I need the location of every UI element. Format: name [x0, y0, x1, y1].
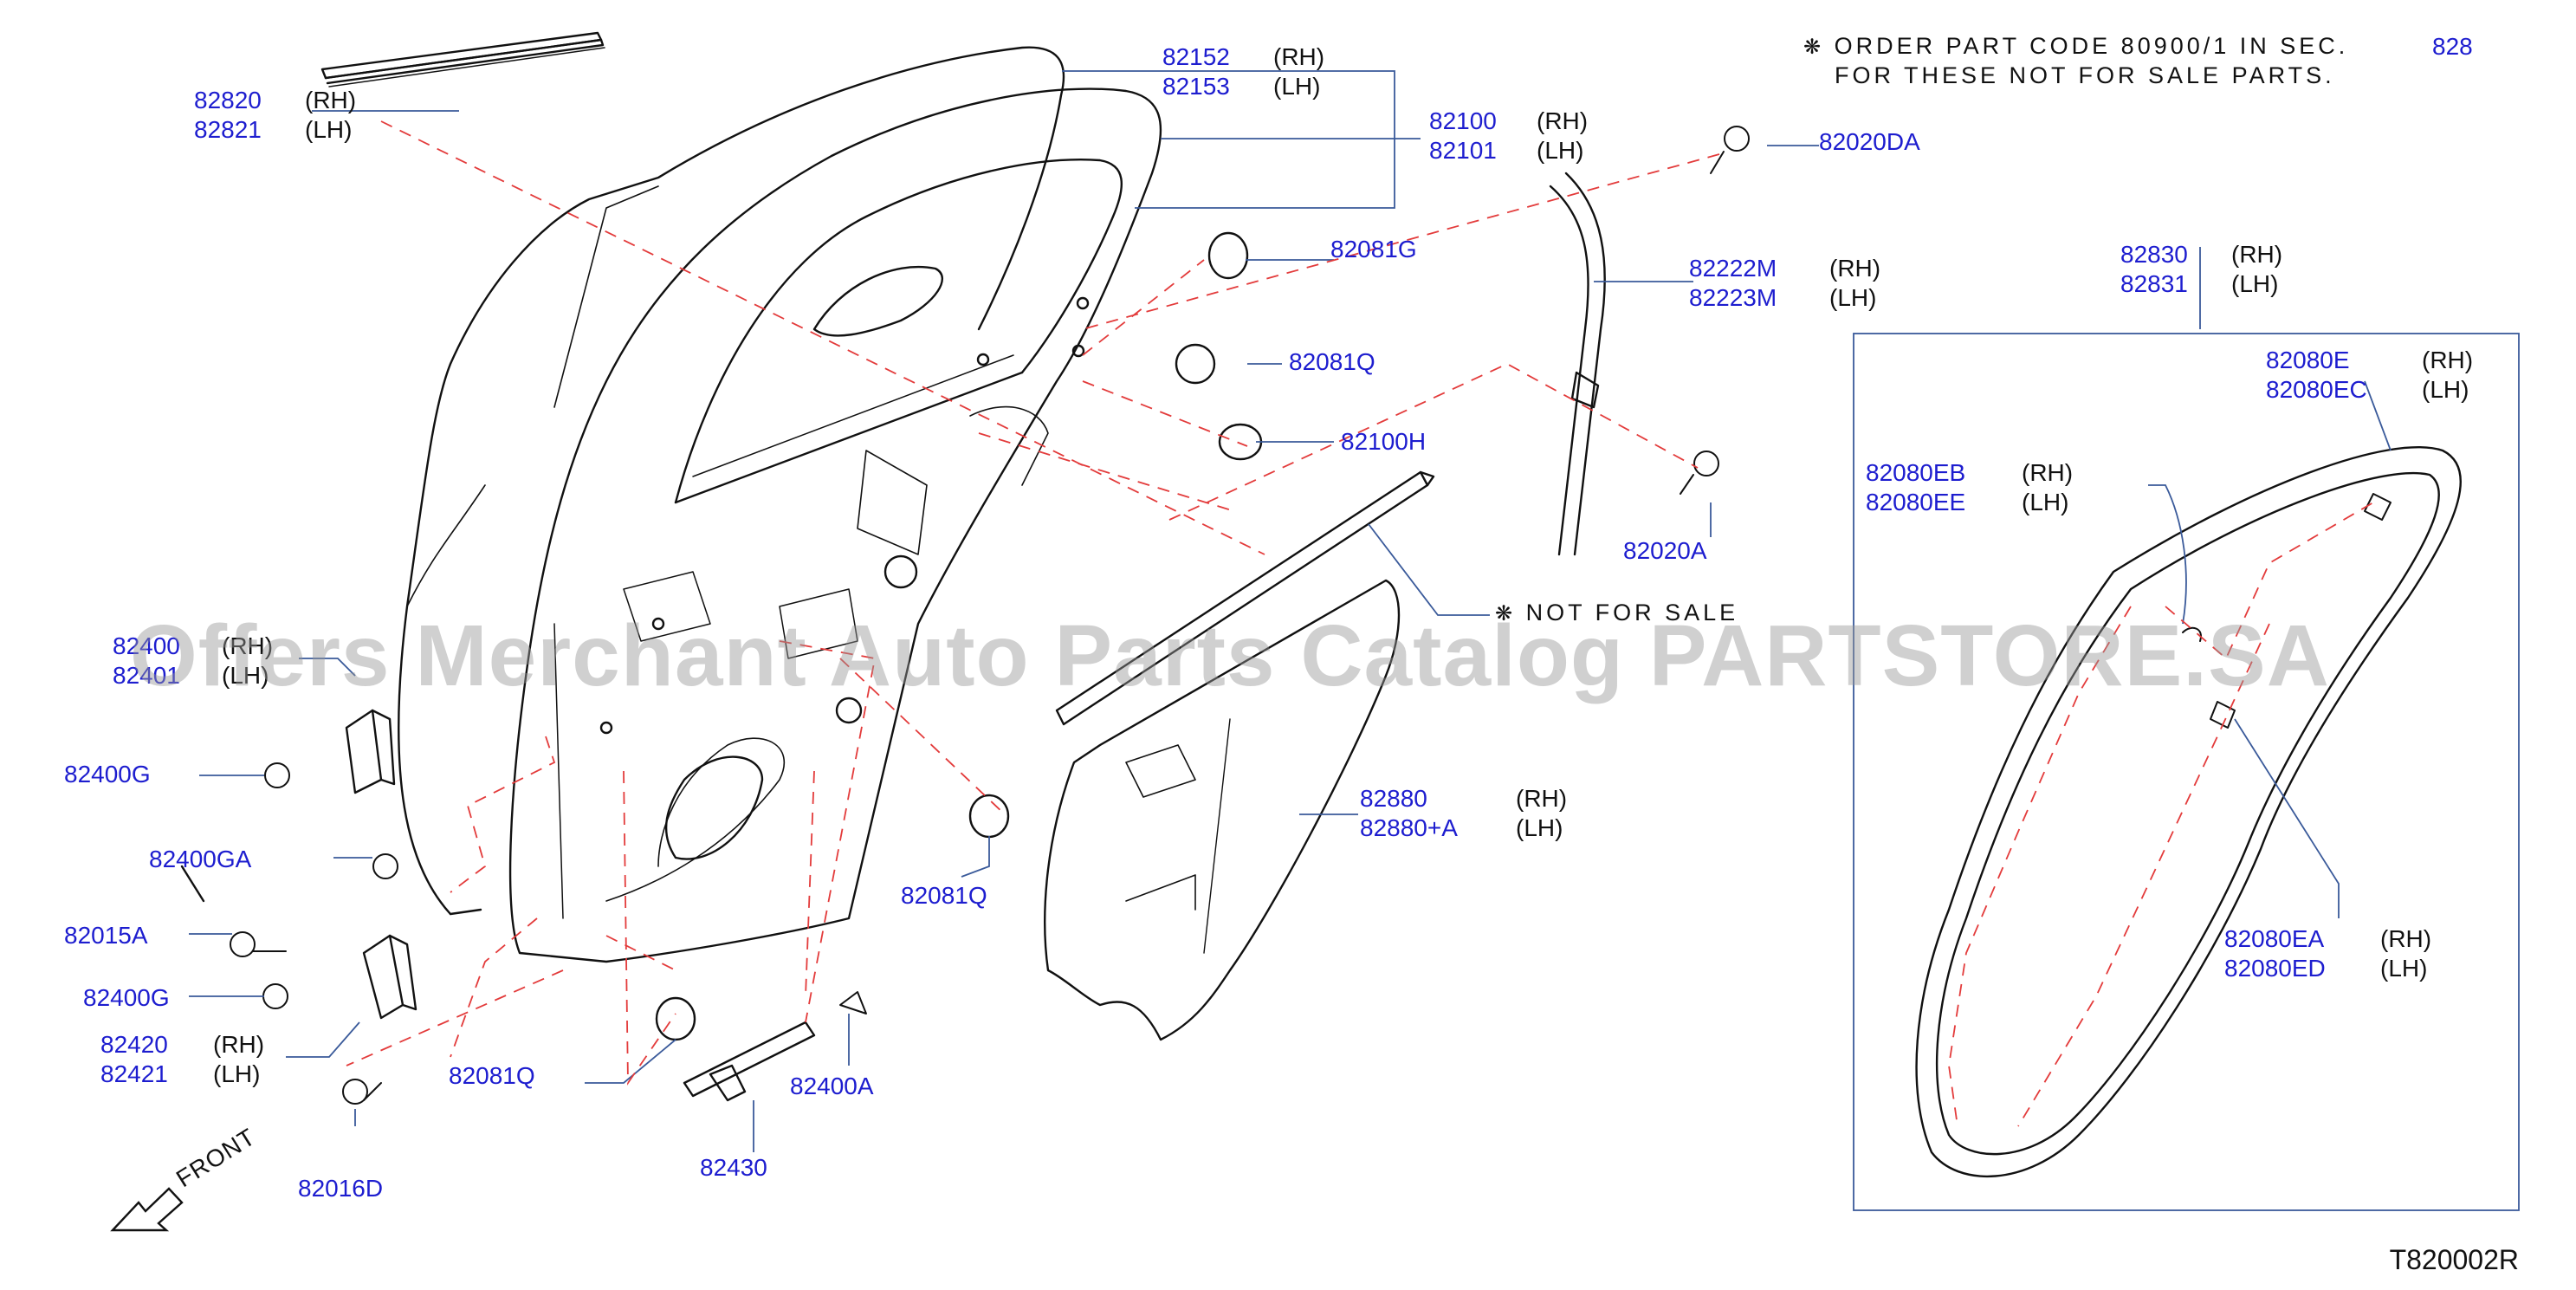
part-82080EA-rh-tag: (RH) [2380, 925, 2432, 952]
section-ref-link[interactable]: 828 [2432, 33, 2473, 60]
part-82020A[interactable]: 82020A [1623, 537, 1707, 564]
part-82081G[interactable]: 82081G [1330, 236, 1417, 263]
part-82821[interactable]: 82821 [194, 116, 262, 143]
part-82400G-upper[interactable]: 82400G [64, 761, 151, 788]
part-82223M-lh-tag: (LH) [1829, 284, 1877, 311]
diagram-code: T820002R [2389, 1244, 2519, 1275]
part-82080EE[interactable]: 82080EE [1866, 489, 1966, 515]
part-82222M[interactable]: 82222M [1689, 255, 1777, 282]
weatherstrip-detail-box [1853, 333, 2520, 1211]
part-82080ED-lh-tag: (LH) [2380, 955, 2428, 982]
part-82100H[interactable]: 82100H [1341, 428, 1427, 455]
glass-run-channel-strip [320, 31, 605, 88]
part-82400[interactable]: 82400 [113, 632, 180, 659]
part-82020DA[interactable]: 82020DA [1819, 128, 1920, 155]
door-hinge-upper [345, 709, 396, 794]
part-82831[interactable]: 82831 [2120, 270, 2188, 297]
part-82880-rh-tag: (RH) [1516, 785, 1568, 812]
part-82820[interactable]: 82820 [194, 87, 262, 113]
part-82430[interactable]: 82430 [700, 1154, 767, 1181]
front-arrow [110, 1187, 184, 1232]
part-82081Q-middle[interactable]: 82081Q [901, 882, 987, 909]
watermark-text: Offers Merchant Auto Parts Catalog PARTS… [130, 607, 2330, 704]
belt-moulding-strip [1055, 470, 1435, 726]
not-for-sale-text: NOT FOR SALE [1525, 600, 1739, 626]
part-82420[interactable]: 82420 [100, 1031, 168, 1058]
order-note-text-1: ORDER PART CODE 80900/1 IN SEC. [1834, 33, 2349, 59]
part-82880A[interactable]: 82880+A [1360, 814, 1458, 841]
door-hinge-lower [362, 934, 417, 1020]
part-82153-lh-tag: (LH) [1273, 73, 1321, 100]
part-82880A-lh-tag: (LH) [1516, 814, 1563, 841]
part-82830[interactable]: 82830 [2120, 241, 2188, 268]
part-82152-rh-tag: (RH) [1273, 43, 1325, 70]
part-82400-rh-tag: (RH) [222, 632, 274, 659]
part-82015A[interactable]: 82015A [64, 922, 148, 949]
part-82830-rh-tag: (RH) [2231, 241, 2283, 268]
part-82401[interactable]: 82401 [113, 662, 180, 689]
door-trim-panel [1044, 579, 1401, 1041]
part-82831-lh-tag: (LH) [2231, 270, 2279, 297]
part-82080EC[interactable]: 82080EC [2266, 376, 2367, 403]
part-82400G-lower[interactable]: 82400G [83, 984, 170, 1011]
part-82152[interactable]: 82152 [1162, 43, 1230, 70]
part-82401-lh-tag: (LH) [222, 662, 269, 689]
part-82080E[interactable]: 82080E [2266, 347, 2350, 373]
part-82080EA[interactable]: 82080EA [2224, 925, 2325, 952]
part-82400A[interactable]: 82400A [790, 1073, 874, 1099]
part-82100-rh-tag: (RH) [1537, 107, 1589, 134]
door-outer-panel [180, 46, 1065, 916]
part-82223M[interactable]: 82223M [1689, 284, 1777, 311]
not-for-sale-note: ❋ NOT FOR SALE [1495, 598, 1738, 628]
part-82081Q-upper[interactable]: 82081Q [1289, 348, 1375, 375]
part-82016D[interactable]: 82016D [298, 1175, 384, 1202]
part-82421[interactable]: 82421 [100, 1060, 168, 1087]
part-82081Q-lower[interactable]: 82081Q [449, 1062, 535, 1089]
door-check-link [683, 1021, 816, 1102]
part-82100[interactable]: 82100 [1429, 107, 1497, 134]
part-82420-rh-tag: (RH) [213, 1031, 265, 1058]
part-82080EB-rh-tag: (RH) [2022, 459, 2074, 486]
part-82421-lh-tag: (LH) [213, 1060, 261, 1087]
not-for-sale-symbol-2: ❋ [1495, 601, 1517, 626]
part-82080EB[interactable]: 82080EB [1866, 459, 1966, 486]
part-82080E-rh-tag: (RH) [2422, 347, 2474, 373]
door-weatherstrip [1915, 446, 2462, 1178]
part-82222M-rh-tag: (RH) [1829, 255, 1881, 282]
part-82880[interactable]: 82880 [1360, 785, 1427, 812]
part-82400GA[interactable]: 82400GA [149, 846, 252, 872]
not-for-sale-symbol: ❋ [1803, 35, 1825, 59]
fastener-bolts [230, 126, 1750, 1105]
part-82153[interactable]: 82153 [1162, 73, 1230, 100]
part-82080EC-lh-tag: (LH) [2422, 376, 2469, 403]
part-82080EE-lh-tag: (LH) [2022, 489, 2069, 515]
door-inner-panel [508, 88, 1162, 963]
sash-channel [1549, 172, 1606, 556]
order-note-line2: FOR THESE NOT FOR SALE PARTS. [1835, 62, 2335, 88]
part-82080ED[interactable]: 82080ED [2224, 955, 2326, 982]
order-note-line1: ❋ ORDER PART CODE 80900/1 IN SEC. [1803, 31, 2348, 62]
part-82820-rh-tag: (RH) [305, 87, 357, 113]
part-82101-lh-tag: (LH) [1537, 137, 1584, 164]
part-82821-lh-tag: (LH) [305, 116, 353, 143]
part-82101[interactable]: 82101 [1429, 137, 1497, 164]
